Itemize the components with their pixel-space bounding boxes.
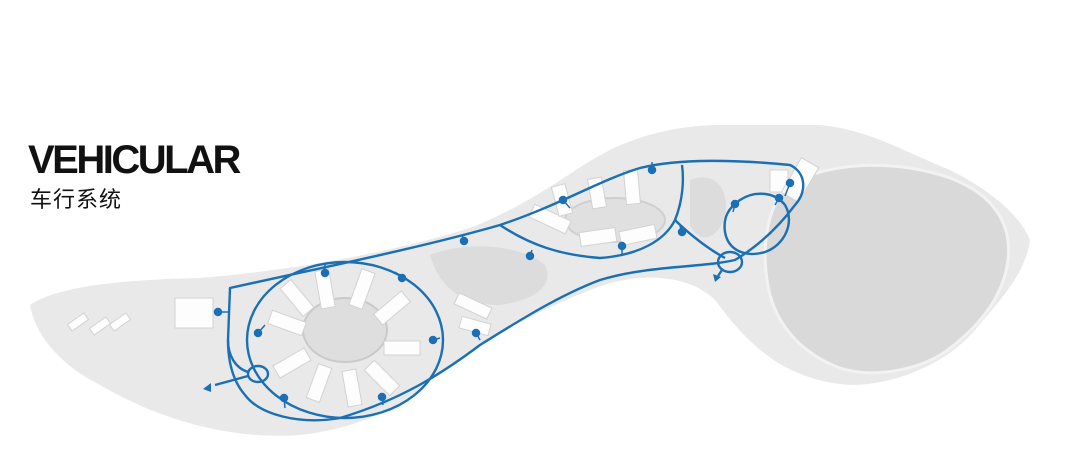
diagram-subtitle: 车行系统 xyxy=(30,188,123,213)
pin-dot-icon xyxy=(394,271,407,283)
pin-dot-icon xyxy=(647,162,657,175)
ring-road xyxy=(245,260,445,420)
east-entry-road xyxy=(717,269,723,277)
triangle-arrow-icon xyxy=(713,274,721,282)
triangle-arrow-icon xyxy=(203,383,211,392)
pin-dot-icon xyxy=(677,225,687,237)
pin-dot-icon xyxy=(428,335,441,345)
site-lake xyxy=(763,163,1011,375)
pin-dot-icon xyxy=(558,195,571,209)
pin-dot-icon xyxy=(471,328,481,341)
pin-dot-icon xyxy=(253,324,266,338)
pin-dot-icon xyxy=(459,234,469,246)
green-pocket-2 xyxy=(690,177,726,238)
pin-dot-icon xyxy=(377,392,387,406)
upper-loop-road xyxy=(499,164,685,260)
diagram-title: VEHICULAR xyxy=(28,138,241,182)
pin-dot-icon xyxy=(320,263,330,278)
road-network xyxy=(214,159,805,422)
pin-dot-icon xyxy=(525,249,535,261)
west-entry-road xyxy=(214,374,249,387)
pin-dot-icon xyxy=(617,241,627,256)
stop-markers xyxy=(213,162,795,409)
buildings xyxy=(66,156,820,408)
roundabout-west xyxy=(246,364,270,384)
pin-dot-icon xyxy=(213,307,228,317)
pin-dot-icon xyxy=(774,193,784,206)
roundabout-east xyxy=(716,250,744,274)
pin-dot-icon xyxy=(279,393,289,409)
green-pocket-1 xyxy=(430,246,548,305)
ring-connector-west xyxy=(226,339,249,374)
central-plaza xyxy=(302,297,388,363)
pin-dot-icon xyxy=(784,178,795,197)
pin-dot-icon xyxy=(730,199,740,213)
